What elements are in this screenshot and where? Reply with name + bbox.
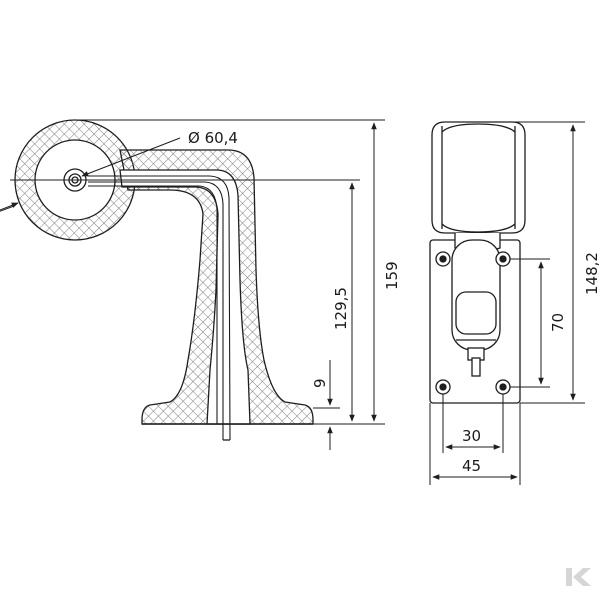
front-plug-pin <box>471 357 481 377</box>
front-view-dimensions <box>429 121 585 485</box>
side-view <box>14 119 314 441</box>
side-view-dimensions <box>0 119 385 450</box>
bolt-hole-tr <box>495 251 511 267</box>
dim-148-label: 148,2 <box>583 252 600 295</box>
dim-70-label: 70 <box>549 313 567 332</box>
diameter-label: Ø 60,4 <box>188 129 238 147</box>
cable-line-3 <box>88 185 218 424</box>
front-stem-inner <box>455 291 497 335</box>
dim-9-label: 9 <box>311 378 329 388</box>
dim-30-label: 30 <box>462 427 481 445</box>
bolt-hole-bl <box>435 379 451 395</box>
k-logo-icon <box>566 568 591 586</box>
cable-line-2 <box>88 181 224 440</box>
dim-159-label: 159 <box>383 261 401 290</box>
dim-45-label: 45 <box>462 457 481 475</box>
front-lamp-body <box>431 121 526 234</box>
front-view <box>429 121 526 404</box>
bolt-hole-br <box>495 379 511 395</box>
dim-129-label: 129,5 <box>332 287 350 330</box>
bolt-hole-tl <box>435 251 451 267</box>
cable-line-1 <box>88 175 231 441</box>
